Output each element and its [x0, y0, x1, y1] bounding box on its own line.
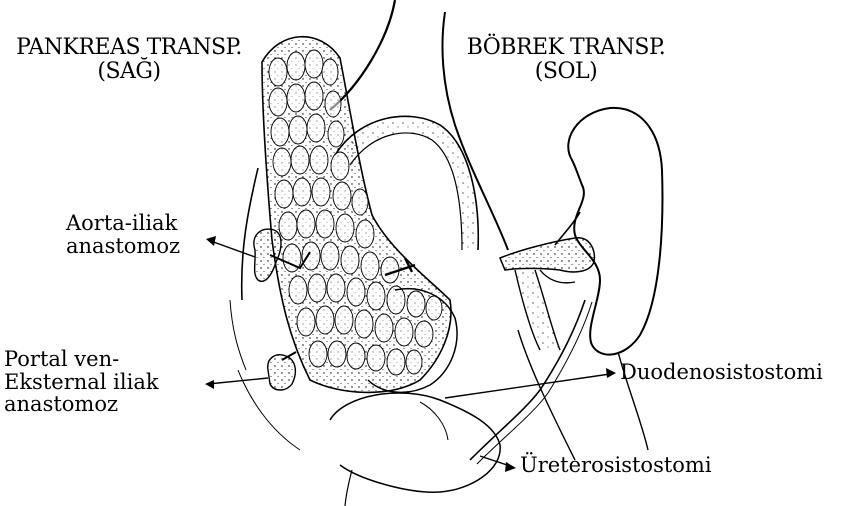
kidney-header: BÖBREK TRANSP. (SOL): [456, 36, 676, 84]
kidney: [568, 108, 662, 355]
duodeno-arrowhead: [606, 368, 616, 378]
bladder-outline: [330, 393, 500, 492]
kidney-header-line2: (SOL): [456, 60, 676, 84]
left-body-contour: [242, 168, 258, 300]
duodeno-label: Duodenosistostomi: [620, 361, 823, 384]
portal-label-line2: Eksternal iliak: [4, 371, 159, 394]
portal-label-line3: anastomoz: [4, 393, 159, 416]
portal-label: Portal ven- Eksternal iliak anastomoz: [4, 348, 159, 416]
renal-vessels: [500, 238, 594, 272]
duodeno-leader: [445, 374, 610, 398]
uretero-arrowhead: [505, 462, 516, 472]
lower-contour: [345, 470, 352, 506]
pancreas-header-line2: (SAĞ): [4, 60, 254, 84]
portal-anastomosis: [268, 355, 296, 390]
aorta-label-line2: anastomoz: [66, 235, 180, 258]
aorta-arrowhead: [206, 236, 216, 246]
aorta-label: Aorta-iliak anastomoz: [66, 212, 180, 257]
uretero-label: Üreterosistostomi: [520, 454, 712, 477]
aorta-leader: [208, 240, 255, 257]
iliac-vessel-fill: [515, 270, 560, 350]
portal-leader: [208, 378, 268, 384]
pancreas-header-line1: PANKREAS TRANSP.: [4, 36, 254, 60]
portal-label-line1: Portal ven-: [4, 348, 159, 371]
aorta-label-line1: Aorta-iliak: [66, 212, 180, 235]
kidney-header-line1: BÖBREK TRANSP.: [456, 36, 676, 60]
pancreas-header: PANKREAS TRANSP. (SAĞ): [4, 36, 254, 84]
portal-arrowhead: [205, 380, 214, 389]
bladder-inner: [420, 402, 448, 440]
